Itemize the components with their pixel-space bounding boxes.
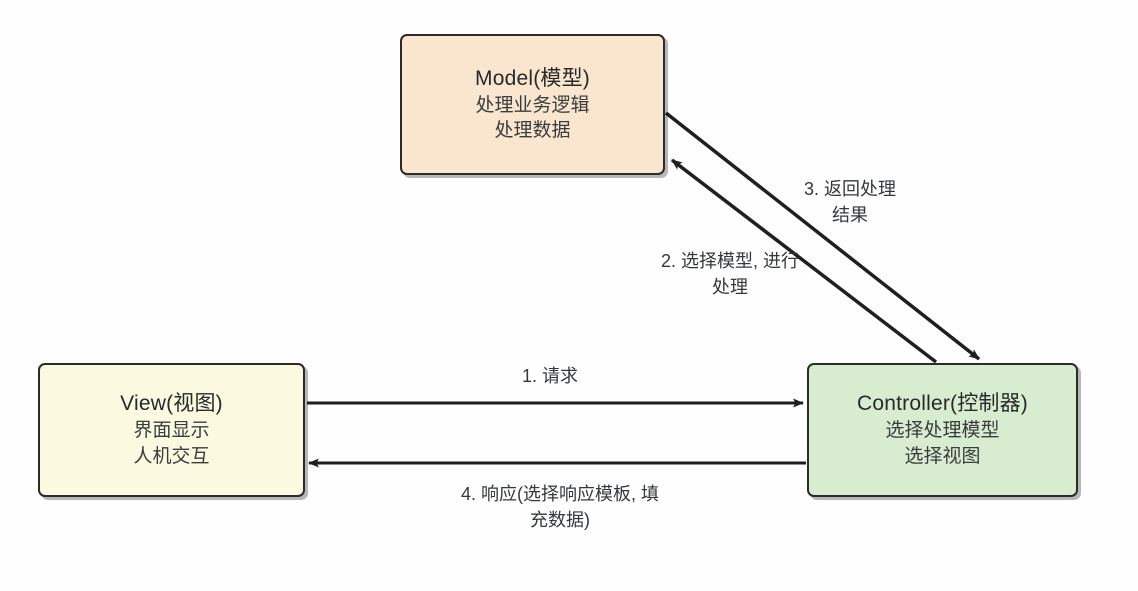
edge-2-label-line-1: 2. 选择模型, 进行 xyxy=(660,251,799,271)
edge-3-label: 3. 返回处理 结果 xyxy=(785,176,915,228)
edge-2-label: 2. 选择模型, 进行 处理 xyxy=(630,248,830,300)
node-controller[interactable]: Controller(控制器) 选择处理模型 选择视图 xyxy=(807,363,1078,497)
edge-1-label: 1. 请求 xyxy=(440,363,660,389)
edge-3-label-line-2: 结果 xyxy=(832,205,868,226)
edge-1-label-line-1: 1. 请求 xyxy=(521,366,578,386)
edge-4-label-line-1: 4. 响应(选择响应模板, 填 xyxy=(460,484,659,504)
node-view-line-1: 界面显示 xyxy=(133,420,210,442)
node-model-line-2: 处理数据 xyxy=(494,120,571,142)
node-controller-title: Controller(控制器) xyxy=(856,392,1029,416)
edge-4-label: 4. 响应(选择响应模板, 填 充数据) xyxy=(400,481,720,533)
edge-2-line xyxy=(670,158,938,364)
node-view-title: View(视图) xyxy=(120,392,223,416)
node-view-line-2: 人机交互 xyxy=(133,445,210,467)
edge-3-label-line-1: 3. 返回处理 xyxy=(803,179,896,199)
node-controller-line-1: 选择处理模型 xyxy=(885,420,1000,442)
edge-2-label-line-2: 处理 xyxy=(712,277,748,298)
node-model-title: Model(模型) xyxy=(475,66,590,90)
node-model[interactable]: Model(模型) 处理业务逻辑 处理数据 xyxy=(400,34,665,175)
node-model-line-1: 处理业务逻辑 xyxy=(475,94,590,116)
edge-4-label-line-2: 充数据) xyxy=(530,510,590,531)
edge-3-line xyxy=(664,111,981,361)
node-view[interactable]: View(视图) 界面显示 人机交互 xyxy=(38,363,305,497)
node-controller-line-2: 选择视图 xyxy=(904,445,981,467)
